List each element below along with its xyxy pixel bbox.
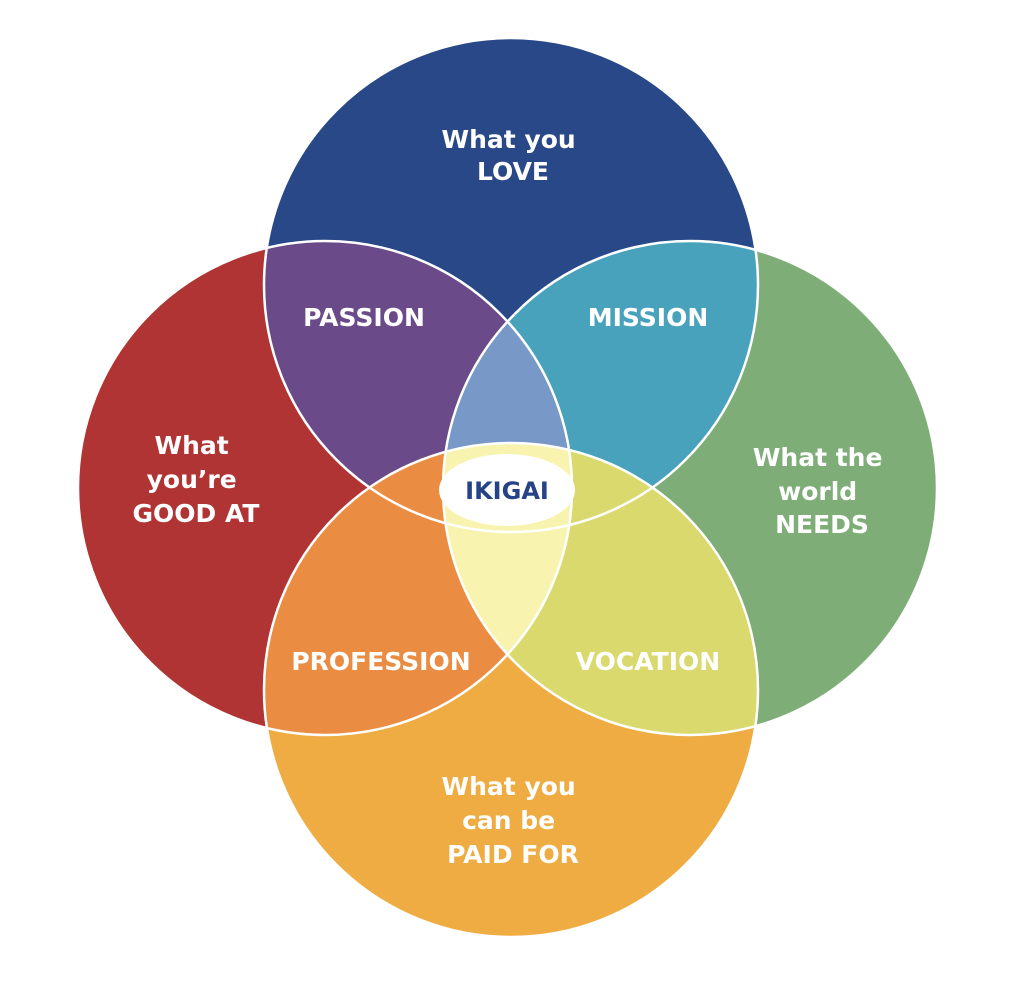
ikigai-label: IKIGAI bbox=[465, 477, 549, 505]
love-label: What you LOVE bbox=[442, 125, 585, 186]
ikigai-center-badge bbox=[439, 454, 575, 526]
profession-label: PROFESSION bbox=[291, 647, 470, 676]
world-needs-label: What the world NEEDS bbox=[753, 443, 891, 539]
passion-label: PASSION bbox=[303, 303, 425, 332]
mission-label: MISSION bbox=[588, 303, 709, 332]
good-at-label: What you’re GOOD AT bbox=[133, 431, 260, 528]
paid-for-label: What you can be PAID FOR bbox=[442, 772, 585, 869]
vocation-label: VOCATION bbox=[576, 647, 720, 676]
